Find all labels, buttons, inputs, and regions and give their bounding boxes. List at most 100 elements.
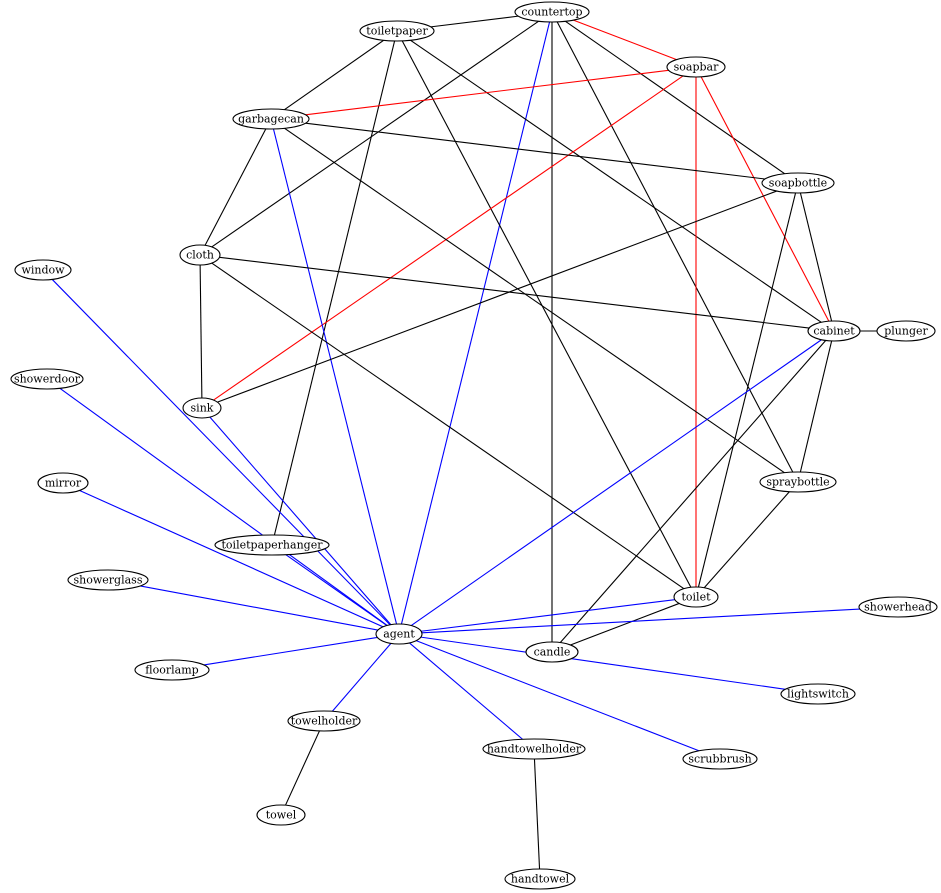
node-ellipse-showerhead [858, 596, 938, 618]
node-spraybottle: spraybottle [759, 471, 837, 493]
node-showerdoor: showerdoor [10, 368, 84, 390]
node-ellipse-handtowelholder [482, 738, 586, 760]
edge-garbagecan-cloth [204, 128, 267, 246]
node-label-toiletpaperhanger: toiletpaperhanger [222, 539, 324, 552]
node-label-showerglass: showerglass [74, 574, 143, 587]
node-label-garbagecan: garbagecan [238, 113, 304, 126]
node-label-mirror: mirror [45, 477, 82, 490]
node-label-spraybottle: spraybottle [766, 476, 829, 489]
edge-garbagecan-soapbottle [305, 122, 766, 180]
edge-toilet-agent [421, 599, 675, 632]
edge-soapbottle-sink [217, 190, 777, 403]
node-label-towelholder: towelholder [291, 715, 358, 728]
edge-soapbottle-toilet [697, 192, 797, 588]
node-handtowel: handtowel [504, 868, 576, 890]
node-label-showerdoor: showerdoor [14, 373, 81, 386]
edge-cloth-cabinet [219, 256, 810, 329]
edge-countertop-soapbar [573, 19, 677, 61]
edge-garbagecan-spraybottle [284, 127, 785, 474]
node-label-handtowel: handtowel [511, 873, 570, 886]
node-ellipse-window [14, 259, 72, 281]
edge-cloth-toilet [211, 262, 685, 590]
node-sink: sink [182, 397, 222, 419]
edge-toiletpaper-toiletpaperhanger [273, 40, 396, 536]
edge-soapbar-sink [213, 75, 684, 401]
node-ellipse-garbagecan [232, 108, 310, 130]
node-label-candle: candle [534, 646, 571, 659]
node-ellipse-handtowel [504, 868, 576, 890]
edge-scrubbrush-agent [415, 640, 700, 752]
node-lightswitch: lightswitch [780, 683, 856, 705]
node-label-soapbar: soapbar [674, 61, 719, 74]
node-label-cabinet: cabinet [813, 325, 855, 338]
edge-sink-agent [209, 416, 392, 626]
node-ellipse-cloth [179, 244, 221, 266]
edge-towelholder-agent [331, 643, 392, 712]
node-label-plunger: plunger [884, 325, 928, 338]
node-ellipse-cabinet [807, 320, 861, 342]
edge-garbagecan-agent [272, 128, 398, 625]
node-agent: agent [375, 623, 423, 645]
node-ellipse-agent [375, 623, 423, 645]
edge-toiletpaper-toilet [401, 40, 692, 588]
edge-countertop-cloth [211, 20, 539, 248]
node-cloth: cloth [179, 244, 221, 266]
node-handtowelholder: handtowelholder [482, 738, 586, 760]
edge-soapbar-cabinet [700, 76, 830, 322]
node-label-soapbottle: soapbottle [769, 177, 827, 190]
node-ellipse-toiletpaperhanger [214, 534, 330, 556]
node-label-towel: towel [266, 809, 297, 822]
edge-towelholder-towel [284, 730, 320, 806]
node-towel: towel [256, 804, 306, 826]
edge-lightswitch-agent [420, 636, 786, 690]
edge-toiletpaperhanger-agent [285, 554, 388, 626]
node-candle: candle [525, 641, 579, 663]
node-label-countertop: countertop [521, 6, 582, 19]
edge-countertop-agent [400, 21, 551, 625]
node-ellipse-lightswitch [780, 683, 856, 705]
edge-countertop-soapbottle [565, 20, 785, 175]
node-ellipse-towel [256, 804, 306, 826]
node-ellipse-toiletpaper [359, 20, 435, 42]
node-label-lightswitch: lightswitch [787, 688, 849, 701]
node-scrubbrush: scrubbrush [682, 748, 758, 770]
node-ellipse-sink [182, 397, 222, 419]
node-ellipse-floorlamp [134, 659, 210, 681]
node-label-toiletpaper: toiletpaper [366, 25, 428, 38]
node-countertop: countertop [514, 1, 590, 23]
edge-handtowelholder-handtowel [533, 758, 541, 870]
node-ellipse-candle [525, 641, 579, 663]
edge-showerglass-agent [140, 585, 378, 631]
node-showerglass: showerglass [67, 569, 149, 591]
edge-soapbottle-cabinet [799, 192, 833, 322]
node-label-scrubbrush: scrubbrush [688, 753, 751, 766]
node-label-toilet: toilet [681, 591, 711, 604]
node-garbagecan: garbagecan [232, 108, 310, 130]
node-ellipse-scrubbrush [682, 748, 758, 770]
edge-soapbar-garbagecan [305, 69, 669, 116]
edge-cabinet-spraybottle [799, 340, 833, 473]
node-toiletpaper: toiletpaper [359, 20, 435, 42]
node-ellipse-towelholder [287, 710, 361, 732]
node-floorlamp: floorlamp [134, 659, 210, 681]
node-toiletpaperhanger: toiletpaperhanger [214, 534, 330, 556]
node-label-agent: agent [383, 628, 415, 641]
edge-spraybottle-toilet [703, 491, 790, 589]
node-label-floorlamp: floorlamp [145, 664, 198, 677]
node-window: window [14, 259, 72, 281]
node-label-showerhead: showerhead [864, 601, 932, 614]
edge-handtowelholder-agent [409, 642, 523, 740]
node-toilet: toilet [673, 586, 719, 608]
node-plunger: plunger [876, 320, 936, 342]
node-ellipse-mirror [37, 472, 89, 494]
node-label-sink: sink [191, 402, 214, 415]
node-ellipse-countertop [514, 1, 590, 23]
node-label-window: window [21, 264, 65, 277]
node-ellipse-toilet [673, 586, 719, 608]
node-ellipse-soapbar [666, 56, 726, 78]
edge-showerdoor-agent [59, 387, 388, 626]
edge-cloth-sink [199, 264, 203, 399]
edges-layer [51, 15, 877, 870]
node-towelholder: towelholder [287, 710, 361, 732]
